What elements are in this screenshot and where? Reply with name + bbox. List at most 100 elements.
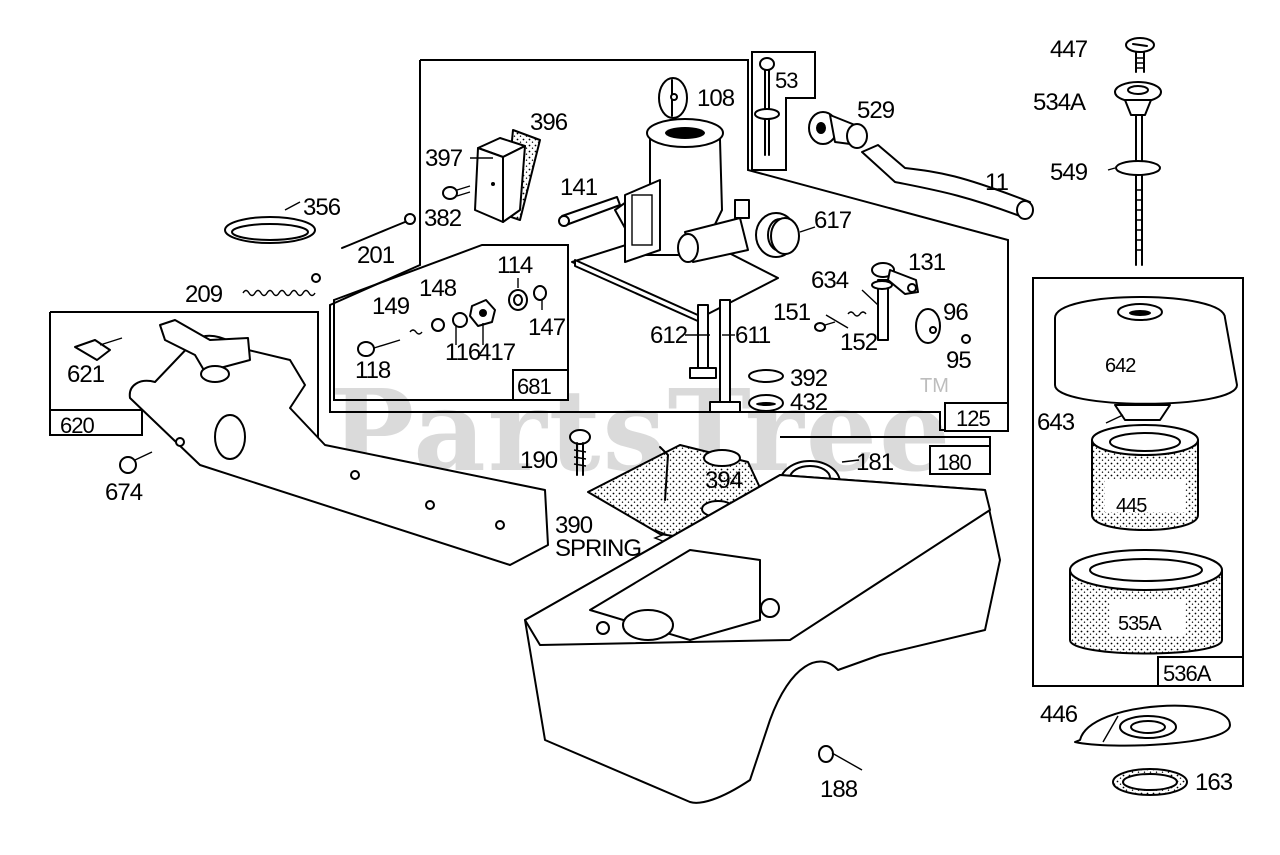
part-163-gasket[interactable] — [1112, 768, 1188, 796]
part-carburetor-body[interactable] — [571, 118, 797, 323]
label-114: 114 — [497, 252, 533, 279]
label-201: 201 — [357, 242, 395, 269]
part-148-washers[interactable] — [431, 318, 445, 332]
label-190: 190 — [520, 447, 558, 474]
label-95: 95 — [946, 347, 971, 374]
label-634: 634 — [811, 267, 849, 294]
label-529: 529 — [857, 97, 895, 124]
label-535A: 535A — [1118, 613, 1162, 635]
part-392-washer[interactable] — [748, 369, 784, 383]
label-447: 447 — [1050, 36, 1088, 63]
label-617: 617 — [814, 207, 852, 234]
part-11-fuel-tube[interactable] — [861, 144, 1034, 220]
part-356-ring[interactable] — [224, 216, 316, 244]
part-643-seal[interactable] — [1114, 404, 1171, 421]
part-549-stud[interactable] — [1115, 114, 1161, 266]
part-209-spring[interactable] — [242, 273, 321, 297]
part-446-base[interactable] — [1074, 704, 1231, 747]
label-131: 131 — [908, 249, 946, 276]
part-535A-precleaner[interactable] — [1069, 549, 1223, 655]
label-611: 611 — [735, 322, 771, 349]
label-534A: 534A — [1033, 89, 1086, 116]
part-674-screw[interactable] — [119, 451, 153, 474]
watermark-trademark: TM — [920, 375, 949, 397]
part-617-seal[interactable] — [770, 217, 800, 255]
kit-label-125: 125 — [956, 406, 990, 431]
part-116-washer[interactable] — [452, 312, 468, 328]
label-96: 96 — [943, 299, 968, 326]
part-114-washer[interactable] — [508, 289, 528, 311]
part-432-washer[interactable] — [748, 394, 784, 412]
label-392: 392 — [790, 365, 828, 392]
part-53-screw[interactable] — [754, 57, 780, 156]
label-151: 151 — [773, 299, 811, 326]
part-382-screw[interactable] — [442, 185, 471, 200]
label-445: 445 — [1116, 495, 1147, 517]
label-432: 432 — [790, 389, 828, 416]
part-118-screw[interactable] — [357, 339, 401, 357]
part-620-bracket[interactable] — [128, 319, 549, 566]
label-147: 147 — [528, 314, 566, 341]
label-163: 163 — [1195, 769, 1233, 796]
part-96-valve[interactable] — [915, 308, 941, 344]
part-201-link[interactable] — [341, 213, 416, 249]
part-131-lever[interactable] — [887, 269, 919, 295]
kit-label-53: 53 — [775, 68, 798, 93]
kit-label-536A: 536A — [1163, 661, 1212, 686]
part-417-nut[interactable] — [469, 299, 496, 327]
part-611-bolt[interactable] — [709, 299, 741, 413]
part-642-cover[interactable] — [1054, 296, 1238, 405]
label-141: 141 — [560, 174, 598, 201]
part-108-throttle-valve[interactable] — [658, 77, 688, 119]
label-11: 11 — [985, 169, 1009, 196]
kit-frame-681: 681 — [333, 244, 569, 401]
label-382: 382 — [424, 205, 462, 232]
part-fuel-tank[interactable] — [524, 474, 1001, 804]
part-534A-wing-nut[interactable] — [1114, 81, 1162, 116]
label-116: 116 — [445, 339, 481, 366]
part-149-spring[interactable] — [409, 329, 423, 335]
part-151-screw[interactable] — [814, 321, 836, 332]
label-209: 209 — [185, 281, 223, 308]
part-95-screw[interactable] — [961, 334, 971, 344]
part-147-fitting[interactable] — [533, 285, 547, 301]
label-108: 108 — [697, 85, 735, 112]
kit-frame-536A: 536A — [1032, 277, 1244, 687]
kit-label-180: 180 — [937, 450, 971, 475]
part-445-filter[interactable] — [1091, 424, 1199, 531]
kit-label-681: 681 — [517, 374, 551, 399]
label-549: 549 — [1050, 159, 1088, 186]
part-621-clip[interactable] — [74, 337, 123, 361]
label-612: 612 — [650, 322, 688, 349]
label-394: 394 — [705, 467, 743, 494]
label-390-spring-note: SPRING — [555, 535, 641, 562]
label-397: 397 — [425, 145, 463, 172]
kit-frame-180: 180 — [780, 436, 991, 475]
label-417: 417 — [478, 339, 516, 366]
kit-tag-125 — [944, 402, 1009, 432]
part-labels: 447 534A 549 108 529 11 396 397 382 141 … — [67, 36, 1234, 803]
label-446: 446 — [1040, 701, 1078, 728]
part-612-bolt[interactable] — [689, 304, 717, 379]
label-149: 149 — [372, 293, 410, 320]
part-190-screw[interactable] — [569, 429, 591, 476]
label-396: 396 — [530, 109, 568, 136]
leader-lines — [284, 157, 1124, 743]
label-118: 118 — [355, 357, 391, 384]
label-148: 148 — [419, 275, 457, 302]
part-141-shaft[interactable] — [558, 196, 621, 227]
part-447-screw[interactable] — [1125, 37, 1155, 73]
label-390: 390 — [555, 512, 593, 539]
part-397-choke-body[interactable] — [474, 137, 526, 223]
label-356: 356 — [303, 194, 341, 221]
kit-label-620: 620 — [60, 413, 94, 438]
part-188-drain-screw[interactable] — [818, 745, 863, 771]
kit-frame-125: 125 — [329, 59, 1009, 432]
kit-frame-53: 53 — [751, 51, 816, 171]
label-642: 642 — [1105, 355, 1136, 377]
part-529-elbow[interactable] — [808, 111, 868, 149]
label-152: 152 — [840, 329, 878, 356]
part-152-spring[interactable] — [847, 311, 867, 317]
label-674: 674 — [105, 479, 143, 506]
